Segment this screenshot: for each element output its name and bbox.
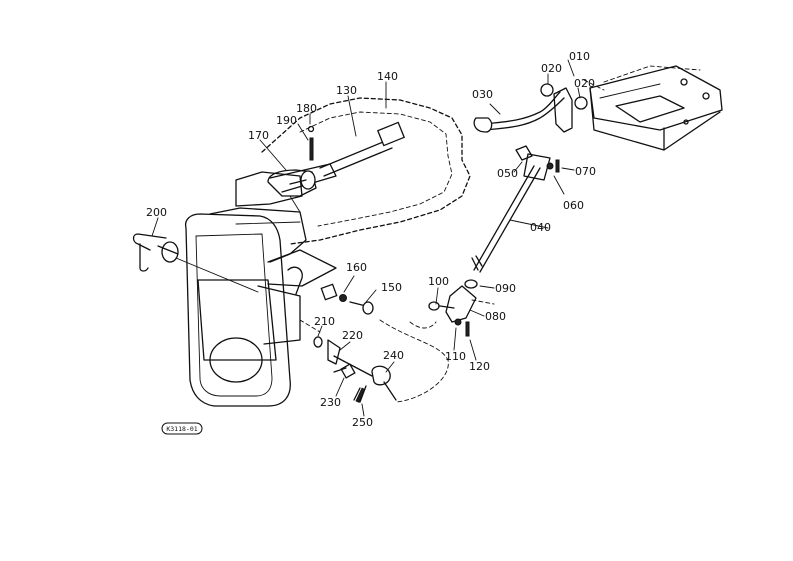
callout-020a: 020 — [541, 62, 562, 75]
part-180-ball — [307, 125, 315, 133]
part-030-lever — [473, 87, 573, 133]
callout-110: 110 — [445, 350, 466, 363]
callout-150: 150 — [381, 281, 402, 294]
callout-130: 130 — [336, 84, 357, 97]
callout-180: 180 — [296, 102, 317, 115]
callout-030: 030 — [472, 88, 493, 101]
part-010-bracket — [583, 65, 723, 151]
callout-160: 160 — [346, 261, 367, 274]
part-190-pin — [309, 137, 314, 161]
callout-120: 120 — [469, 360, 490, 373]
part-210-250-linkage — [299, 319, 449, 403]
callout-090: 090 — [495, 282, 516, 295]
callout-240: 240 — [383, 349, 404, 362]
callout-140: 140 — [377, 70, 398, 83]
callout-100: 100 — [428, 275, 449, 288]
part-170-lever — [267, 169, 317, 197]
callout-210: 210 — [314, 315, 335, 328]
callout-060: 060 — [563, 199, 584, 212]
callout-070: 070 — [575, 165, 596, 178]
part-130-140-rod — [269, 121, 406, 193]
callouts: 010 020 020 030 040 050 060 070 080 090 … — [146, 50, 596, 429]
callout-190: 190 — [276, 114, 297, 127]
housing — [184, 97, 471, 407]
callout-170: 170 — [248, 129, 269, 142]
part-050-070-clevis — [515, 145, 560, 181]
callout-080: 080 — [485, 310, 506, 323]
callout-200: 200 — [146, 206, 167, 219]
part-040-rod — [471, 165, 541, 273]
callout-020b: 020 — [574, 77, 595, 90]
part-200-hook — [132, 233, 259, 293]
callout-230: 230 — [320, 396, 341, 409]
part-160-150-bolt — [287, 266, 374, 315]
callout-040: 040 — [530, 221, 551, 234]
callout-220: 220 — [342, 329, 363, 342]
part-020-nuts — [540, 83, 588, 110]
leader-lines — [151, 59, 581, 417]
part-080-090-clevis — [409, 279, 495, 337]
reference-code: K3118-01 — [166, 425, 197, 433]
reference-code-badge: K3118-01 — [161, 422, 203, 435]
callout-010: 010 — [569, 50, 590, 63]
callout-250: 250 — [352, 416, 373, 429]
callout-050: 050 — [497, 167, 518, 180]
